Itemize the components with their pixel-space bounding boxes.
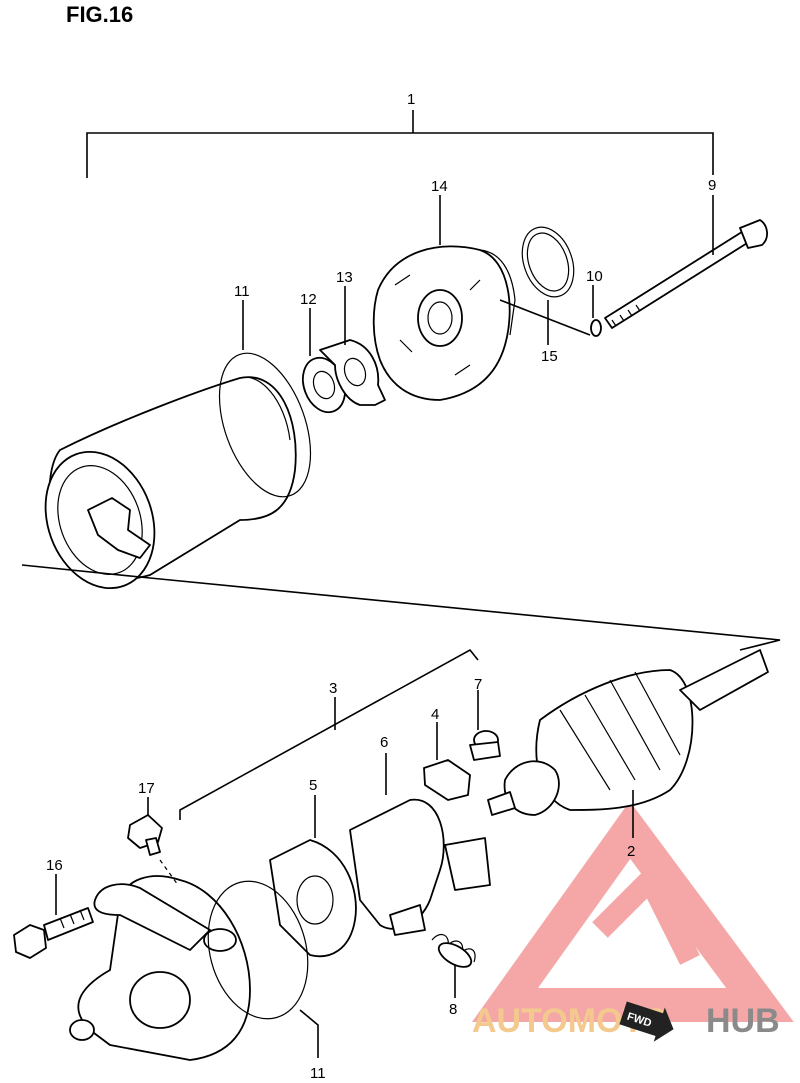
o-ring-part-11-top [218, 352, 312, 498]
callout-7: 7 [474, 676, 482, 693]
callout-13: 13 [336, 269, 353, 286]
screw-part-17 [127, 814, 179, 886]
callout-4: 4 [431, 706, 439, 723]
callout-12: 12 [300, 291, 317, 308]
leader-lines-bottom [55, 690, 634, 1058]
o-ring-part-15-inner [526, 232, 570, 292]
callout-11-bottom: 11 [310, 1065, 326, 1082]
section-divider [21, 564, 781, 651]
callout-11-top: 11 [234, 283, 250, 300]
spring-part-8 [431, 933, 476, 968]
callout-17: 17 [138, 780, 155, 797]
o-ring-part-11-bottom [207, 880, 309, 1020]
leader-lines-top [242, 195, 714, 356]
callout-1: 1 [407, 91, 415, 108]
brush-plate-part-5 [269, 839, 357, 958]
fwd-arrow-icon: FWD [619, 1001, 674, 1042]
bracket-part-1 [86, 110, 714, 178]
bracket-part-3 [179, 648, 479, 820]
callout-3: 3 [329, 680, 337, 697]
o-ring-part-15 [521, 226, 575, 298]
callout-5: 5 [309, 777, 317, 794]
brush-part-4 [423, 759, 471, 801]
callout-10: 10 [586, 268, 603, 285]
callout-15: 15 [541, 348, 558, 365]
callout-8: 8 [449, 1001, 457, 1018]
armature-part-2 [487, 649, 769, 816]
callout-16: 16 [46, 857, 63, 874]
yoke-housing-part [44, 376, 297, 590]
screw-part-7 [469, 730, 501, 761]
callout-14: 14 [431, 178, 448, 195]
plate-part-13 [319, 339, 386, 406]
figure-title: FIG.16 [66, 2, 133, 27]
callout-2: 2 [627, 843, 635, 860]
washer-part-10 [590, 319, 602, 337]
bolt-part-16 [13, 907, 94, 959]
callout-6: 6 [380, 734, 388, 751]
watermark-text-hub: HUB [706, 1002, 780, 1040]
brush-holder-part-6 [349, 798, 491, 936]
end-cover-part-14 [372, 245, 516, 401]
through-bolt-part-9 [604, 219, 768, 329]
callout-9: 9 [708, 177, 716, 194]
front-housing-part [69, 875, 251, 1061]
